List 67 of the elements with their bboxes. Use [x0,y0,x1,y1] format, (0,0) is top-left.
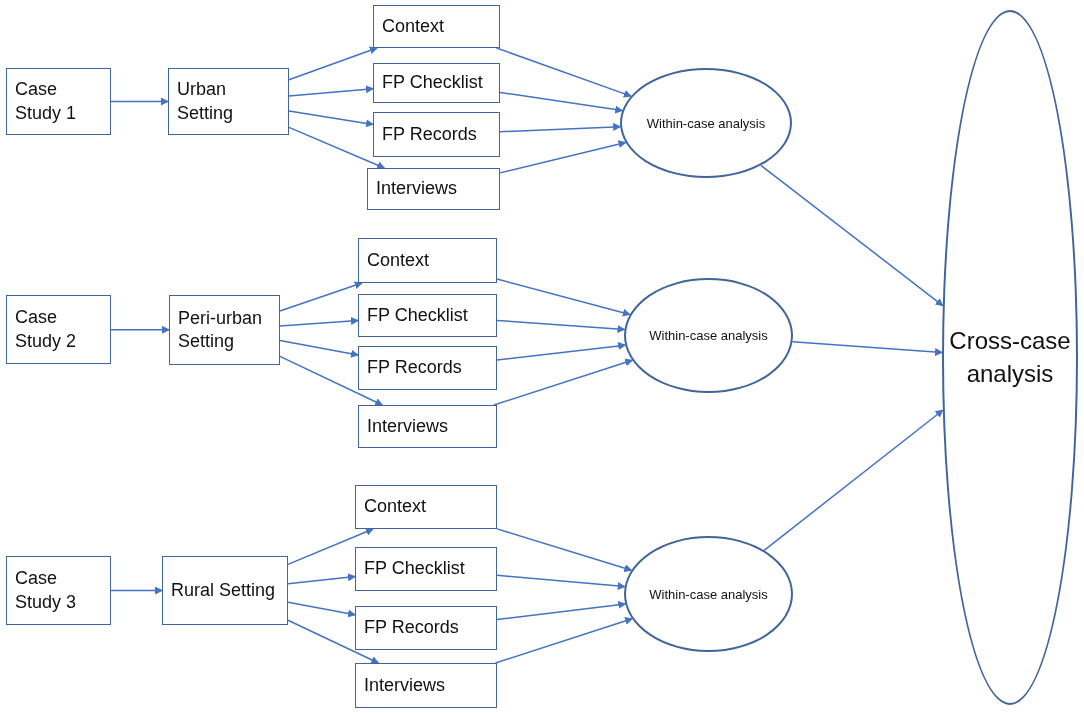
node-label: Interviews [376,177,458,201]
node-label: FP Checklist [364,557,465,581]
arrow [499,122,622,133]
arrow [496,341,627,361]
node-label: FP Records [382,122,477,146]
process-box [367,168,500,210]
node-label: FP Checklist [367,303,468,327]
arrow [496,278,631,317]
node-label: Interviews [364,673,446,697]
node-label: Case Study 2 [15,306,78,353]
arrow [287,528,374,566]
node-label: Within-case analysis [649,586,768,602]
arrow [499,140,627,174]
arrow [287,601,356,618]
node-label: Within-case analysis [646,115,766,131]
arrow [288,110,374,128]
node-label: Interviews [367,414,449,438]
arrow [791,340,943,356]
arrow [288,46,378,81]
process-box [6,295,111,364]
arrow [279,316,359,327]
arrow [110,586,163,595]
arrow [279,281,363,312]
node-label: Case Study 1 [15,78,78,125]
node-label: Peri-urban Setting [178,306,264,353]
arrow [496,574,626,590]
node-label: Context [367,248,430,272]
arrow [499,91,624,114]
node-label: Cross-case analysis [948,326,1072,389]
arrow [496,600,627,621]
process-box [358,405,497,448]
arrow [287,619,380,664]
arrow [760,164,944,307]
arrow [110,325,170,334]
process-box [373,63,500,103]
arrow [279,339,359,358]
arrow [496,319,626,333]
process-box [358,238,497,283]
process-box [355,663,497,708]
arrow [495,47,632,98]
process-box [6,556,111,625]
node-label: Rural Setting [171,578,276,602]
process-box [358,346,497,390]
arrow [288,85,374,97]
process-box [358,294,497,337]
node-label: Within-case analysis [649,328,768,343]
arrow [279,355,384,406]
process-box [355,485,497,529]
process-box [373,5,500,48]
process-box [168,68,289,135]
node-label: Context [364,495,427,519]
process-box [355,547,497,591]
node-label: FP Records [364,616,459,640]
arrow [287,573,356,585]
process-box [355,606,497,650]
process-box [373,112,500,157]
arrow [288,126,386,169]
node-label: Context [382,14,445,38]
process-box [6,68,111,135]
node-label: Case Study 3 [15,567,78,614]
node-label: FP Checklist [382,71,483,95]
arrow [763,409,944,552]
node-label: FP Records [367,356,462,380]
arrow [110,97,169,106]
process-box [162,556,288,625]
process-box [169,295,280,365]
node-label: Urban Setting [177,78,235,125]
